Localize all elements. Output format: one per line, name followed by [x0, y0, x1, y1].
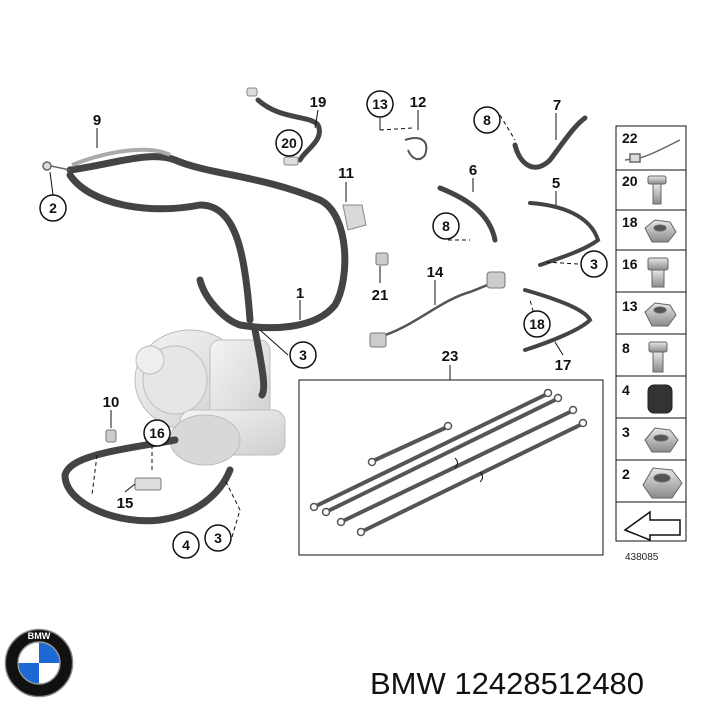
- parts-col-8: 8: [622, 340, 630, 356]
- leader-lines: [49, 109, 601, 493]
- nut-2-icon: [642, 467, 683, 499]
- callout-17: 17: [555, 357, 572, 374]
- callout-3-a: 3: [299, 347, 307, 363]
- box-23-frame: [298, 379, 604, 556]
- bracket-21: [375, 252, 389, 266]
- cable-1: [66, 153, 349, 399]
- parts-col-18: 18: [622, 214, 638, 230]
- dashed-leaders: [91, 114, 579, 538]
- bolt-16-icon: [647, 257, 669, 288]
- callout-20: 20: [281, 135, 297, 151]
- callout-10: 10: [103, 394, 120, 411]
- cable-6: [437, 185, 498, 243]
- cable-17: [523, 288, 593, 352]
- callout-23: 23: [442, 348, 459, 365]
- callout-14: 14: [427, 264, 444, 281]
- callout-21: 21: [372, 287, 389, 304]
- bracket-15: [134, 477, 162, 491]
- lug-19: [246, 87, 299, 166]
- callout-12: 12: [410, 94, 427, 111]
- reference-number: 438085: [625, 552, 659, 563]
- nut-13-icon: [644, 302, 677, 327]
- parts-col-16: 16: [622, 256, 638, 272]
- cable-9-top: [71, 147, 171, 167]
- arrow-icon: [623, 510, 681, 542]
- cable-19: [255, 97, 322, 163]
- callout-7: 7: [553, 97, 561, 114]
- callout-1: 1: [296, 285, 304, 302]
- alternator-drawing: [134, 329, 286, 466]
- box-23-cables: [316, 393, 582, 532]
- terminal-10: [105, 429, 117, 443]
- callout-4: 4: [182, 537, 190, 553]
- callout-3-c: 3: [590, 256, 598, 272]
- parts-column: 22 20 18 16 13 8 4 3 2: [615, 125, 687, 542]
- nut-18-icon: [644, 219, 677, 243]
- parts-col-22: 22: [622, 130, 638, 146]
- caption-part-number: 12428512480: [454, 666, 645, 701]
- parts-col-2: 2: [622, 466, 630, 482]
- cable-5: [528, 201, 601, 267]
- parts-col-3: 3: [622, 424, 630, 440]
- box-23-breaks: [454, 457, 483, 483]
- callout-11: 11: [338, 165, 354, 182]
- bolt-8-icon: [648, 341, 668, 373]
- nut-3-icon: [644, 427, 679, 453]
- cap-4-icon: [647, 384, 673, 414]
- callout-19: 19: [310, 94, 327, 111]
- cable-7: [512, 115, 588, 170]
- bmw-logo: BMW: [4, 628, 74, 698]
- callout-3-b: 3: [214, 530, 222, 546]
- circled-callouts: [39, 90, 608, 559]
- callout-5: 5: [552, 175, 560, 192]
- callout-13: 13: [372, 96, 388, 112]
- harness-14: [374, 278, 501, 340]
- parts-col-13: 13: [622, 298, 638, 314]
- cable-4: [61, 436, 234, 525]
- part-caption: BMW 12428512480: [370, 666, 644, 702]
- callout-9: 9: [93, 112, 101, 129]
- callout-18: 18: [529, 316, 545, 332]
- wire-22-icon: [624, 139, 681, 163]
- clip-11: [342, 204, 367, 231]
- callout-15: 15: [117, 495, 134, 512]
- wire-12: [404, 137, 428, 161]
- callout-2: 2: [49, 200, 57, 216]
- parts-col-4: 4: [622, 382, 630, 398]
- terminal-lug-2: [42, 161, 71, 171]
- connector-14: [369, 271, 506, 348]
- callout-8-b: 8: [442, 218, 450, 234]
- callout-16: 16: [149, 425, 165, 441]
- parts-col-20: 20: [622, 173, 638, 189]
- box-23-lugs: [309, 388, 588, 537]
- logo-text: BMW: [28, 631, 51, 641]
- caption-brand: BMW: [370, 666, 446, 701]
- bolt-20-icon: [647, 175, 667, 205]
- callout-6: 6: [469, 162, 477, 179]
- callout-8-a: 8: [483, 112, 491, 128]
